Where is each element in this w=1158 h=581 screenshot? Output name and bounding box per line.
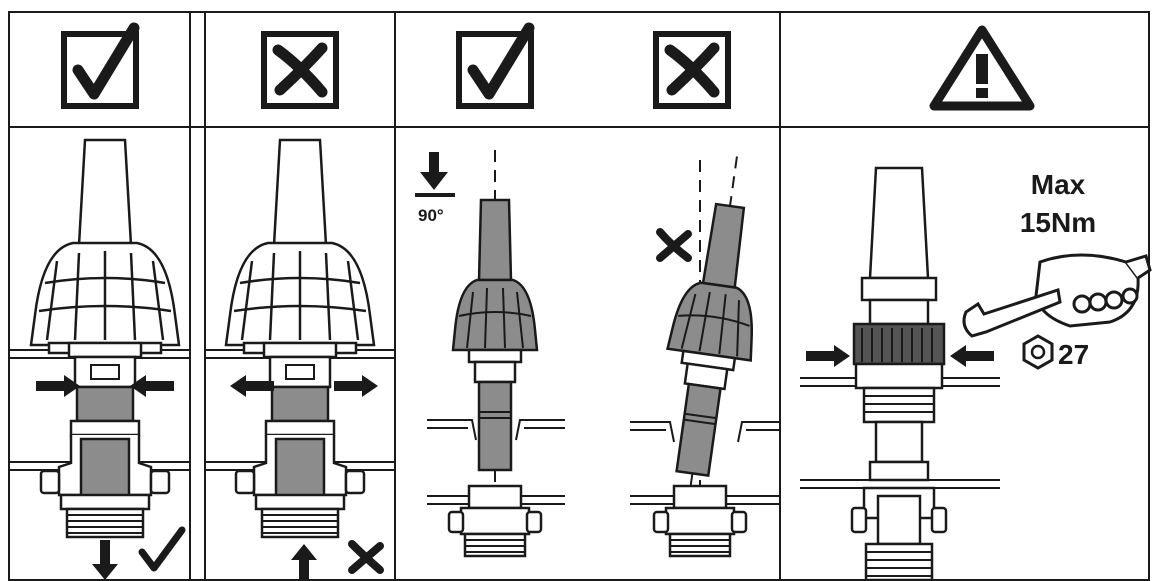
warning-triangle-icon (929, 25, 1035, 111)
thermostat-straight (451, 198, 539, 472)
hex-nut-icon (1022, 334, 1054, 370)
panel-1-correct (9, 138, 190, 580)
panel-3-alignment: 90° (415, 150, 780, 558)
cross-box-icon (656, 34, 728, 106)
valve-body (39, 341, 171, 539)
cross-box-icon (264, 34, 336, 106)
valve-body (234, 341, 366, 539)
perpendicular-indicator (415, 152, 455, 197)
panel-2-incorrect (205, 138, 395, 580)
check-box-icon (459, 28, 531, 106)
arrow-right-icon (806, 345, 850, 367)
cross-mark-icon (656, 228, 692, 262)
check-mark-icon (138, 526, 186, 572)
arrow-up-icon (291, 544, 317, 580)
thermostat-head (224, 138, 376, 355)
cross-mark-icon (348, 540, 384, 574)
arrow-down-icon (92, 540, 118, 580)
arrow-right-icon (36, 375, 80, 397)
thermostat-assembly (850, 166, 948, 581)
torque-label-line1: Max (1031, 169, 1086, 200)
torque-label-line2: 15Nm (1020, 207, 1096, 238)
arrow-left-icon (130, 375, 174, 397)
check-box-icon (64, 28, 136, 106)
arrow-left-icon (230, 375, 274, 397)
angle-label: 90° (418, 206, 444, 225)
panel-4-torque: Max 15Nm 27 (800, 166, 1152, 581)
arrow-left-icon (950, 345, 994, 367)
wrench-hand-icon (962, 253, 1152, 338)
header-row (64, 25, 1035, 111)
wrench-size-label: 27 (1058, 339, 1089, 370)
thermostat-head (29, 138, 181, 355)
arrow-right-icon (334, 375, 378, 397)
panel-grid (8, 11, 1150, 581)
